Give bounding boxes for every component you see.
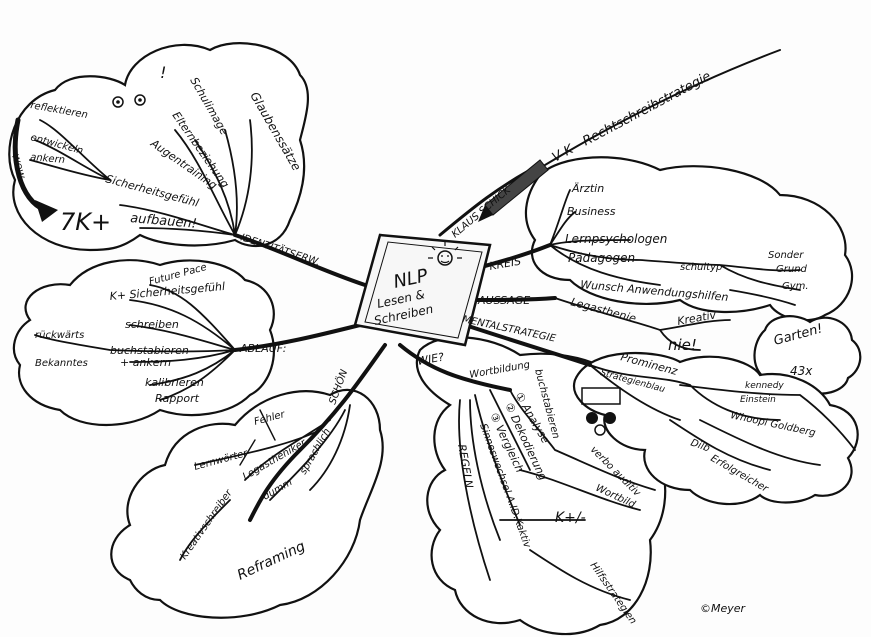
- item-einstein: Einstein: [740, 395, 776, 405]
- item-rueckwaerts: rückwärts: [35, 330, 84, 341]
- branch-label-vk: V K - Rechtschreibstrategie: [550, 69, 714, 166]
- item-43x: 43x: [790, 364, 813, 378]
- item-schreiben: schreiben: [125, 318, 179, 331]
- item-business: Business: [567, 205, 616, 218]
- sub-branches-wie: [458, 389, 656, 601]
- item-kennedy: kennedy: [745, 381, 784, 391]
- branch-vk: [544, 49, 781, 166]
- pencil-icon: [478, 159, 549, 222]
- item-sonder: Sonder: [768, 250, 804, 261]
- cloud-schoen: [110, 388, 384, 619]
- item-rapport: Rapport: [155, 392, 200, 405]
- item-nie: nie!: [668, 336, 697, 354]
- branch-identitaet: [233, 233, 367, 287]
- item-exclamation: !: [160, 63, 166, 82]
- branch-schoen: [248, 343, 387, 522]
- item-k-plus-minus: K+/-: [555, 510, 586, 526]
- sub-branches-ablauf: [34, 284, 236, 401]
- face-icon: [112, 94, 146, 108]
- sub-branches-mental: [589, 364, 856, 471]
- wow-arrow-head: [35, 200, 58, 222]
- item-aufbauen: aufbauen!: [130, 211, 198, 232]
- item-buchstabieren: buchstabieren: [110, 344, 189, 357]
- sub-branches-schoen: [179, 404, 351, 561]
- item-7k: 7K+: [60, 208, 111, 236]
- sub-branches-aussage: [554, 297, 731, 351]
- branch-label-ablauf: ABLAUF:: [239, 342, 286, 355]
- signature: ©Meyer: [700, 602, 747, 615]
- center-book: [353, 233, 492, 347]
- sub-branches-kreis: [549, 189, 801, 306]
- branch-aussage: [468, 296, 557, 302]
- cloud-ablauf: [12, 259, 275, 426]
- cloud-identitaet: [8, 42, 309, 252]
- branch-label-klaus: KLAUS SCHICK: [450, 184, 514, 240]
- item-aerztin: Ärztin: [571, 182, 604, 195]
- branch-ablauf: [233, 323, 362, 352]
- sun-icon: [428, 242, 462, 266]
- branch-label-aussage: AUSSAGE: [477, 294, 530, 307]
- branch-label-kreis: KREIS: [488, 255, 522, 273]
- eyes-sketch-icon: [581, 387, 621, 436]
- item-bekanntes: Bekanntes: [35, 358, 88, 369]
- item-paedagogen: Pädagogen: [568, 251, 635, 265]
- sub-branches-identitaet: [29, 119, 253, 236]
- item-kreativ: Kreativ: [676, 308, 717, 328]
- item-kalibrieren: kalibrieren: [145, 376, 204, 389]
- item-schultyp: schultyp: [680, 262, 722, 273]
- item-grund: Grund: [776, 264, 808, 275]
- item-gym: Gym.: [782, 281, 809, 292]
- item-lernpsychologen: Lernpsychologen: [565, 232, 667, 246]
- branch-label-wie: WIE?: [416, 350, 445, 368]
- item-ankern: ankern: [30, 152, 66, 166]
- item-ankern-2: + ankern: [120, 356, 171, 369]
- lernwoerter-cross: [239, 409, 276, 466]
- branch-wie: [398, 343, 512, 392]
